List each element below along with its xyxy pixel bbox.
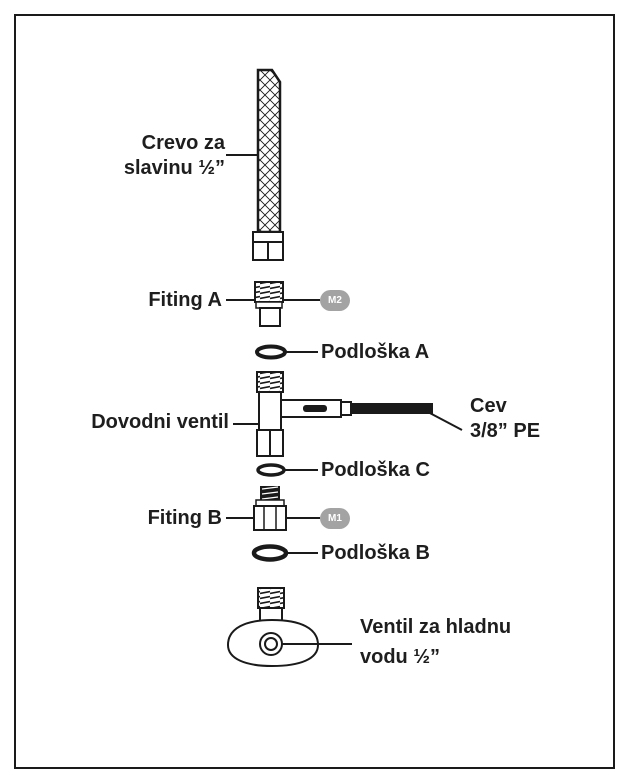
hose-label: Crevo za slavinu ½”: [124, 131, 225, 181]
cold-water-valve-part: [226, 587, 320, 668]
washer-b-part: [251, 544, 289, 562]
hose-label-line-1: Crevo za: [141, 132, 225, 154]
fitting-a-badge: M2: [320, 290, 350, 311]
fitting-b-part: [253, 486, 287, 531]
hose-label-line-2: slavinu ½”: [123, 157, 225, 179]
cold-valve-label-line-2: vodu ½”: [360, 646, 441, 668]
washer-a-part: [255, 344, 287, 360]
supply-valve-label: Dovodni ventil: [91, 411, 229, 433]
pe-tube-leader: [425, 410, 463, 431]
pe-tube-label-line-2: 3/8” PE: [470, 420, 541, 442]
fitting-a-label: Fiting A: [148, 289, 222, 311]
fitting-a-part: [254, 281, 284, 327]
fitting-b-label: Fiting B: [147, 507, 222, 529]
cold-valve-label: Ventil za hladnu vodu ½”: [360, 612, 511, 672]
washer-a-label: Podloška A: [321, 341, 430, 363]
pe-tube-label-line-1: Cev: [470, 395, 507, 417]
fitting-b-badge: M1: [320, 508, 350, 529]
braided-hose: [252, 68, 284, 261]
cold-valve-label-line-1: Ventil za hladnu: [360, 616, 512, 638]
washer-c-part: [256, 463, 286, 477]
supply-valve-part: [256, 371, 433, 457]
washer-c-label: Podloška C: [321, 459, 430, 481]
pe-tube-label: Cev 3/8” PE: [470, 394, 540, 444]
washer-b-label: Podloška B: [321, 542, 430, 564]
